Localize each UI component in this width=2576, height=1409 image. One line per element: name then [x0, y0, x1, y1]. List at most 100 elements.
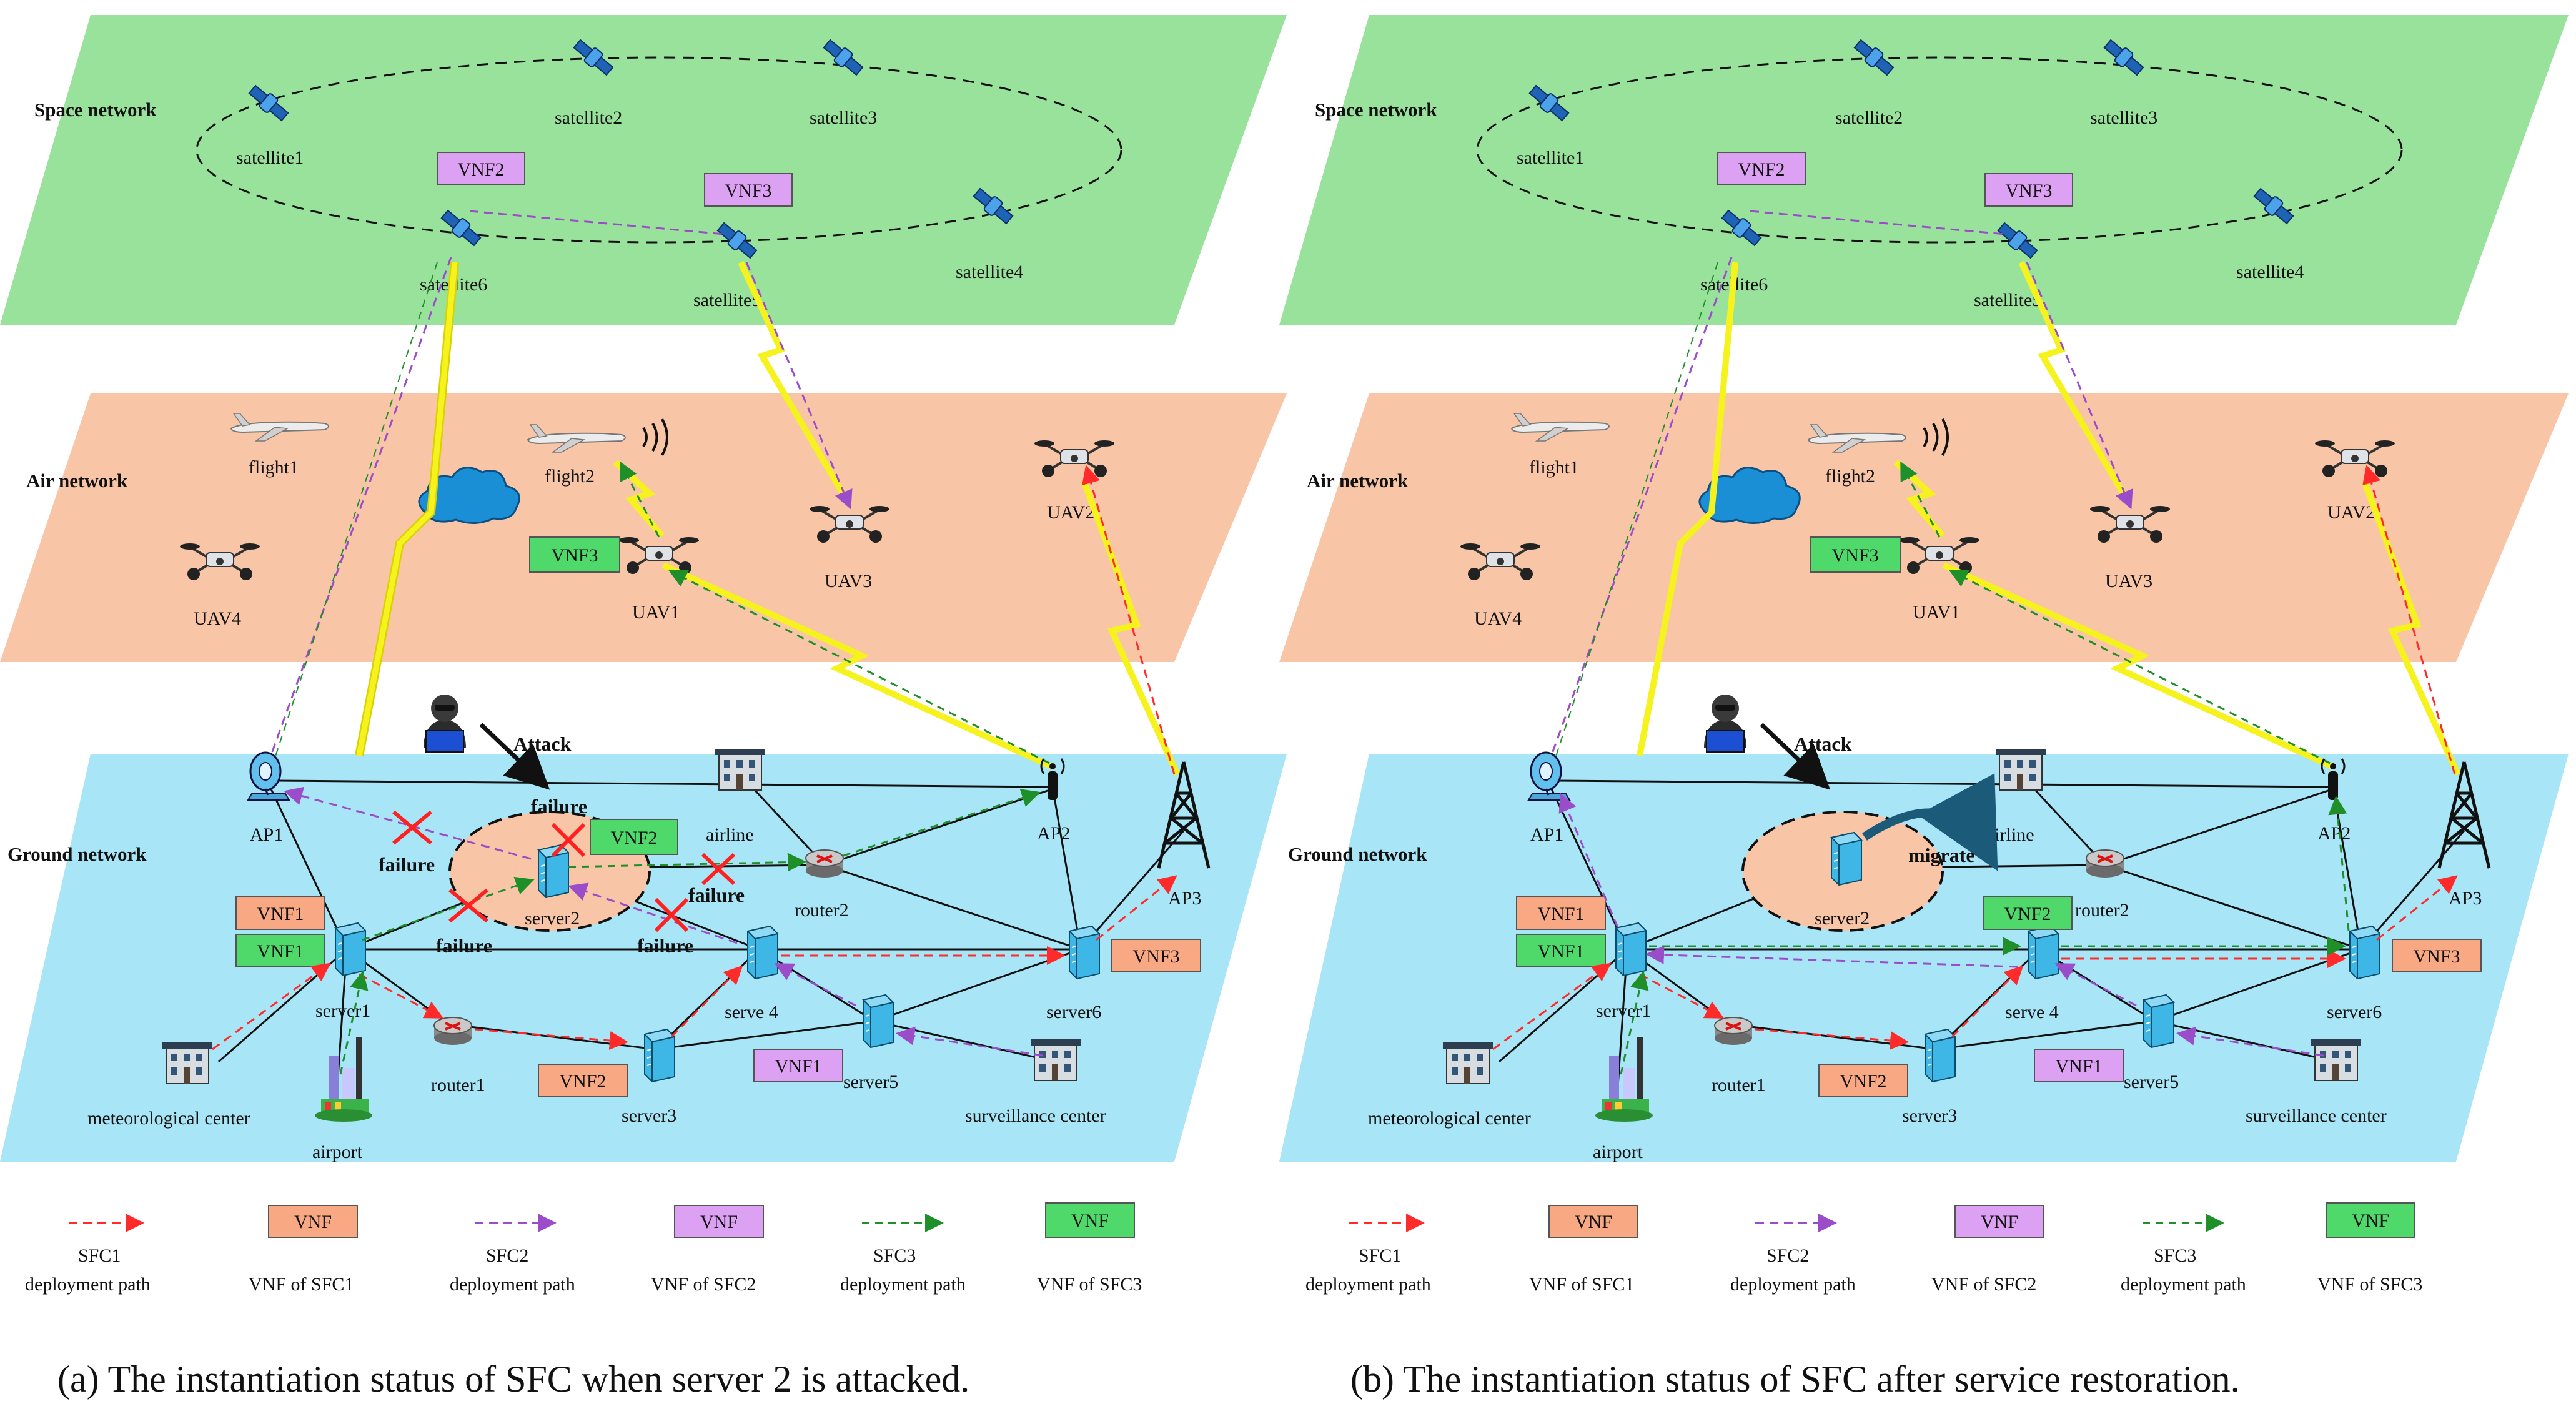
panel-b: Space network Air network Ground network… [1279, 15, 2569, 1162]
legend-vnf-label: VNF [294, 1212, 332, 1232]
router-icon [433, 1016, 473, 1046]
sfc3-path [1900, 461, 1941, 538]
sfc2-path [2176, 1026, 2324, 1057]
satellite3-label: satellite3 [2090, 107, 2157, 128]
ap3-label: AP3 [2449, 888, 2482, 909]
legend-vnf-box [1045, 1202, 1135, 1238]
uav2-label: UAV2 [1047, 502, 1094, 523]
server-icon [1615, 922, 1647, 976]
sfc1-path [1639, 973, 1725, 1019]
uav4-label: UAV4 [194, 608, 241, 629]
ground-layer [0, 754, 1287, 1162]
legend-sfc1-text: deployment path [25, 1274, 151, 1295]
legend-b: SFC1 deployment path VNF VNF of SFC1 SFC… [1305, 1202, 2422, 1295]
sfc2-path [745, 262, 853, 510]
space-layer [0, 15, 1287, 325]
server-icon [747, 926, 778, 979]
ground-layer [1279, 754, 2569, 1162]
vnf2-box [590, 819, 678, 855]
building-icon [162, 1042, 213, 1084]
vnf2-label: VNF2 [1840, 1071, 1886, 1092]
ap2-label: AP2 [2317, 823, 2351, 844]
vnf2-label: VNF2 [559, 1071, 606, 1092]
vnf2-box [437, 152, 525, 185]
vnf3-label: VNF3 [1132, 946, 1179, 967]
vnf3-label: VNF3 [1831, 545, 1878, 566]
sfc1-path [670, 965, 743, 1038]
sfc3-path [2328, 796, 2350, 931]
sfc2-path [1645, 945, 2018, 968]
vnf2-box [1717, 152, 1806, 185]
hacker-icon [1703, 694, 1747, 753]
sfc3-path [1620, 971, 1649, 1075]
vnf1-box [1516, 896, 1606, 930]
building-icon [2311, 1039, 2362, 1081]
sfc3-path [273, 262, 438, 763]
airline-label: airline [1986, 824, 2034, 845]
airport-label: airport [1593, 1142, 1643, 1162]
signal-icon [642, 418, 668, 456]
ap3-label: AP3 [1168, 888, 1201, 909]
vnf3-box [2392, 939, 2482, 972]
legend-vnf-label: VNF [700, 1212, 738, 1232]
wireless-link [1637, 262, 1738, 756]
air-layer [1279, 393, 2569, 662]
legend-sfc3-text: deployment path [840, 1274, 966, 1295]
flight1-label: flight1 [1529, 457, 1579, 478]
wireless-link [2018, 260, 2130, 502]
server3-label: server3 [1902, 1105, 1957, 1126]
sfc1-path [1755, 1028, 1909, 1050]
meteorological-label: meteorological center [87, 1108, 250, 1129]
legend-vnf-sfc3: VNF of SFC3 [1037, 1274, 1142, 1295]
server-icon [335, 922, 366, 976]
vnf1-label: VNF1 [2055, 1056, 2102, 1077]
sfc3-path [339, 971, 369, 1075]
server6-label: server6 [1046, 1002, 1101, 1022]
legend-sfc3-text: deployment path [2121, 1274, 2246, 1295]
legend-vnf-sfc1: VNF of SFC1 [1529, 1274, 1634, 1295]
uav1-label: UAV1 [632, 602, 680, 623]
legend-vnf-label: VNF [1071, 1210, 1109, 1231]
vnf2-box [538, 1064, 628, 1097]
legend-sfc1-text: deployment path [1305, 1274, 1431, 1295]
air-layer-label: Air network [1307, 470, 1409, 492]
flight2-label: flight2 [1825, 466, 1875, 487]
legend-sfc1-text: SFC1 [78, 1245, 121, 1266]
satellite2-label: satellite2 [555, 107, 622, 128]
flight2-label: flight2 [545, 466, 595, 487]
satellite1-label: satellite1 [236, 147, 304, 168]
router2-label: router2 [2075, 900, 2129, 921]
failure-label: failure [637, 934, 693, 957]
legend-vnf-box [268, 1205, 358, 1238]
vnf1-label: VNF1 [257, 941, 304, 962]
ap1-label: AP1 [1530, 824, 1563, 845]
hacker-icon [423, 694, 467, 753]
sfc1-path [212, 962, 331, 1051]
vnf1-label: VNF1 [257, 904, 304, 924]
panel-a: Space network Air network Ground network… [0, 15, 1287, 1162]
vnf1-box [235, 934, 325, 967]
server-icon [1831, 832, 1862, 886]
vnf1-box [753, 1049, 843, 1082]
vnf2-label: VNF2 [1738, 159, 1785, 180]
server6-label: server6 [2327, 1002, 2382, 1022]
server-icon [2028, 926, 2059, 979]
router1-label: router1 [1712, 1075, 1766, 1095]
legend-sfc1-text: SFC1 [1359, 1245, 1401, 1266]
server2-label: server2 [525, 908, 580, 929]
airport-label: airport [312, 1142, 363, 1162]
server-icon [644, 1029, 675, 1082]
ground-layer-label: Ground network [7, 843, 147, 865]
uav3-label: UAV3 [2105, 571, 2152, 591]
failure-label: failure [531, 795, 587, 818]
vnf2-box [1983, 896, 2073, 930]
satellite3-label: satellite3 [810, 107, 877, 128]
failure-label: failure [379, 853, 435, 876]
failure-label: failure [436, 934, 492, 957]
sfc3-path [1553, 262, 1718, 763]
vnf1-box [1516, 934, 1606, 967]
server-icon [2143, 994, 2174, 1048]
sfc2-path [267, 257, 452, 763]
sfc3-path [1948, 570, 2331, 764]
